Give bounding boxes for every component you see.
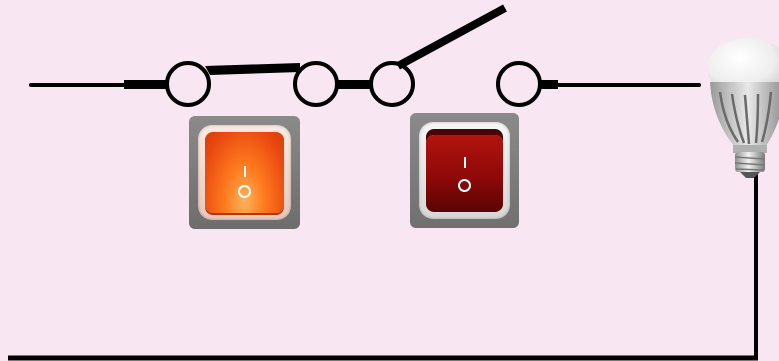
power-on-symbol xyxy=(243,166,246,177)
wire-right-connector xyxy=(538,80,558,89)
switch-1-terminal-left xyxy=(165,61,211,107)
wire-left-connector xyxy=(124,80,166,89)
rocker-switch-on-icon[interactable] xyxy=(189,116,300,229)
light-bulb-icon xyxy=(707,38,779,178)
rocker-switch-off-icon[interactable] xyxy=(410,113,519,228)
power-on-symbol xyxy=(463,157,466,168)
rocker-1-face xyxy=(205,132,284,213)
wire-middle-connector xyxy=(337,80,373,89)
switch-2-terminal-left xyxy=(369,61,415,107)
switch-1-terminal-right xyxy=(293,61,339,107)
rocker-2-face xyxy=(426,135,503,212)
switch-2-terminal-right xyxy=(496,61,542,107)
power-off-symbol xyxy=(458,179,471,192)
power-off-symbol xyxy=(238,185,251,198)
switch-1-blade xyxy=(205,63,300,75)
switch-2-blade xyxy=(396,4,507,70)
